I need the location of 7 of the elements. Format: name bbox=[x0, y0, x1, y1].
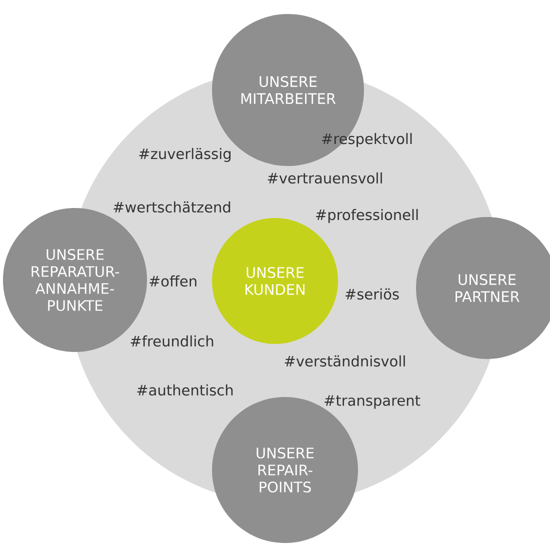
hashtag: #offen bbox=[150, 275, 196, 287]
hashtag: #authentisch bbox=[137, 384, 233, 396]
hashtag: #seriös bbox=[346, 288, 399, 300]
hashtag: #respektvoll bbox=[322, 132, 412, 147]
hashtag: #zuverlässig bbox=[139, 148, 231, 162]
hashtag: #vertrauensvoll bbox=[268, 172, 382, 184]
hashtag: #verständnisvoll bbox=[284, 355, 405, 367]
